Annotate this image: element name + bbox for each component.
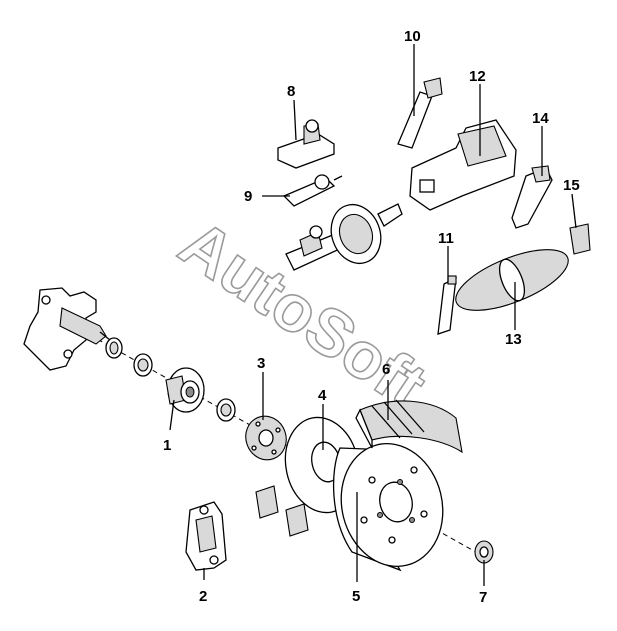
callout-1: 1 xyxy=(163,437,171,454)
pedal-arm xyxy=(511,165,553,229)
steering-knuckle xyxy=(23,287,111,371)
inner-bearing xyxy=(133,353,153,377)
mounting-bracket xyxy=(277,119,335,169)
retaining-clip xyxy=(569,223,591,255)
callout-12: 12 xyxy=(469,68,486,85)
pedal-boot xyxy=(455,249,569,311)
pedal-lever xyxy=(437,275,457,335)
callout-2: 2 xyxy=(199,588,207,605)
callout-7: 7 xyxy=(479,589,487,606)
hub-cap xyxy=(474,540,494,564)
brake-disc xyxy=(332,442,444,572)
reservoir-valve xyxy=(282,174,343,207)
callout-8: 8 xyxy=(287,83,295,100)
callout-14: 14 xyxy=(532,110,549,127)
leader-1 xyxy=(169,399,175,431)
watermark: AutoSoft xyxy=(167,205,439,422)
callout-3: 3 xyxy=(257,355,265,372)
callout-9: 9 xyxy=(244,188,252,205)
pedal-switch xyxy=(397,77,443,149)
callout-4: 4 xyxy=(318,387,327,404)
brake-pad-lower xyxy=(285,503,309,537)
callout-6: 6 xyxy=(382,361,390,378)
brake-shield xyxy=(355,399,463,454)
brake-booster xyxy=(330,203,403,265)
hub-flange xyxy=(245,415,287,461)
callout-5: 5 xyxy=(352,588,360,605)
seal-ring xyxy=(105,337,123,359)
brake-pad-upper xyxy=(255,485,279,519)
callout-11: 11 xyxy=(438,230,454,247)
wheel-hub xyxy=(165,367,205,413)
leader-8 xyxy=(293,99,297,141)
pedal-housing xyxy=(409,119,517,211)
brake-caliper xyxy=(185,501,227,571)
callout-15: 15 xyxy=(563,177,580,194)
callout-13: 13 xyxy=(505,331,522,348)
leader-15 xyxy=(571,193,577,229)
callout-10: 10 xyxy=(404,28,421,45)
outer-bearing xyxy=(216,398,236,422)
